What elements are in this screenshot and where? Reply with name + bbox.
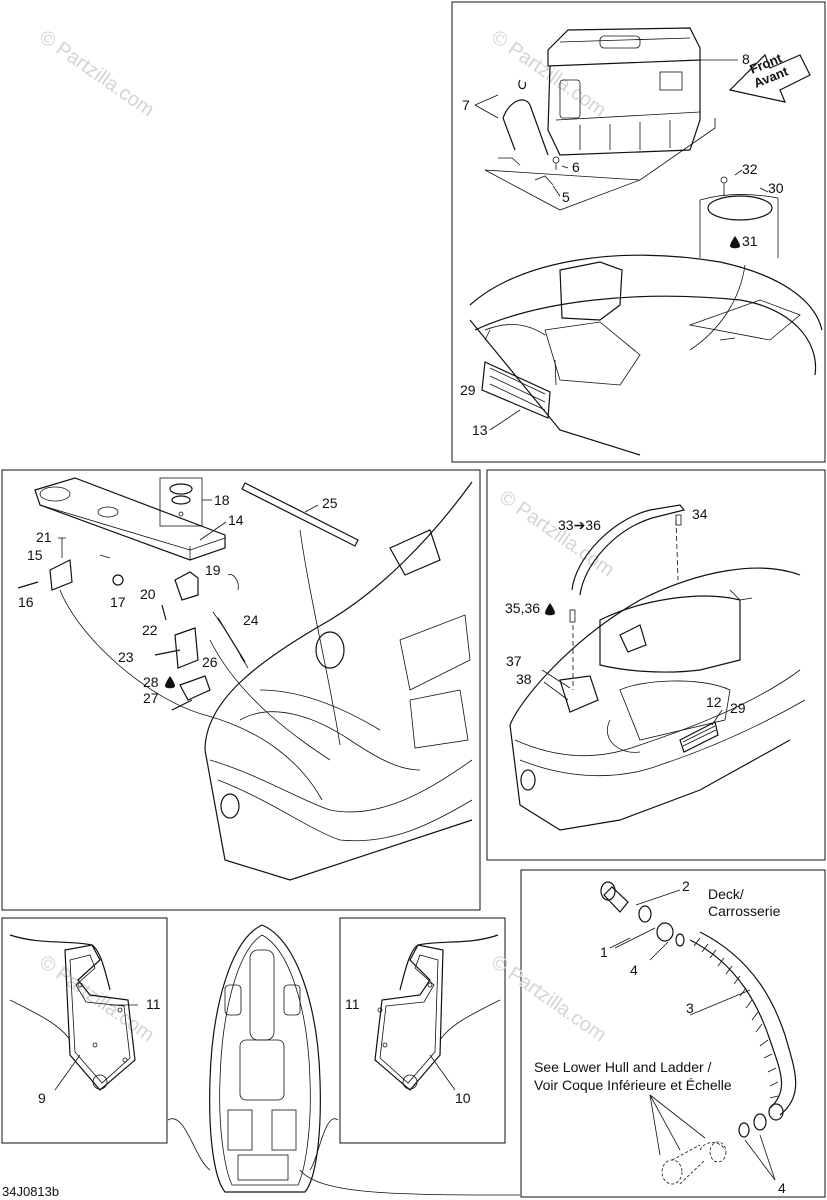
deck-note-line2: Carrosserie [708,903,781,919]
callout-30: 30 [768,180,784,196]
callout-20: 20 [140,586,156,602]
drop-icon-35 [545,603,555,616]
callout-29-top: 29 [460,382,476,398]
callout-19: 19 [205,562,221,578]
callout-6: 6 [572,159,580,175]
callout-16: 16 [18,594,34,610]
drop-icon-28 [165,676,175,689]
callout-24: 24 [243,612,259,628]
callout-11-left: 11 [146,996,161,1012]
callout-25: 25 [322,495,338,511]
side-panel-left-illustration [9,934,138,1091]
callout-33-36: 33➔36 [558,517,601,533]
callout-1: 1 [600,944,608,960]
callout-3: 3 [686,1000,694,1016]
callout-17: 17 [110,594,126,610]
watercraft-top-view [167,924,521,1196]
panel-middle-left [1,469,481,911]
panel-bottom-left [1,917,168,1144]
callout-32: 32 [742,161,758,177]
callout-28: 28 [143,674,159,690]
callout-5: 5 [562,189,570,205]
panel-bottom-right [520,869,826,1198]
callout-34: 34 [692,506,708,522]
watermark-1: © Partzilla.com [35,26,158,121]
callout-14: 14 [228,512,244,528]
callout-37: 37 [506,653,522,669]
callout-15: 15 [27,547,43,563]
callout-13: 13 [472,422,488,438]
callout-4-bottom: 4 [778,1180,786,1196]
strap-hardware [474,79,716,211]
callout-11-right: 11 [345,996,360,1012]
callout-18: 18 [214,492,230,508]
panel-bottom-mid [339,917,506,1144]
callout-4-top: 4 [630,962,638,978]
callout-31: 31 [742,233,758,249]
cooler-illustration [547,27,701,156]
callout-35-36: 35,36 [505,600,540,616]
callout-26: 26 [202,654,218,670]
drain-plate [699,169,779,258]
callout-38: 38 [516,671,532,687]
callout-2: 2 [682,878,690,894]
callout-23: 23 [118,649,134,665]
side-panel-right-illustration [374,934,501,1091]
see-note-line1: See Lower Hull and Ladder / [534,1059,712,1075]
callout-29-mid: 29 [730,700,746,716]
callout-9: 9 [38,1090,46,1106]
callout-7: 7 [462,97,470,113]
callout-22: 22 [142,622,158,638]
drop-icon [730,236,740,249]
storage-cover-illustration [17,477,473,881]
callout-10: 10 [455,1090,471,1106]
see-note-line2: Voir Coque Inférieure et Échelle [534,1077,732,1093]
callout-21: 21 [36,529,52,545]
deck-note-line1: Deck/ [708,886,744,902]
drain-hose-illustration [600,881,797,1185]
rear-storage-illustration [509,504,806,831]
callout-8: 8 [742,51,750,67]
panel-top-right [451,1,826,463]
diagram-code: 34J0813b [2,1184,59,1199]
callout-12: 12 [706,694,722,710]
panel-middle-right [486,469,826,861]
callout-27: 27 [143,690,159,706]
deck-outline-top [469,254,823,456]
